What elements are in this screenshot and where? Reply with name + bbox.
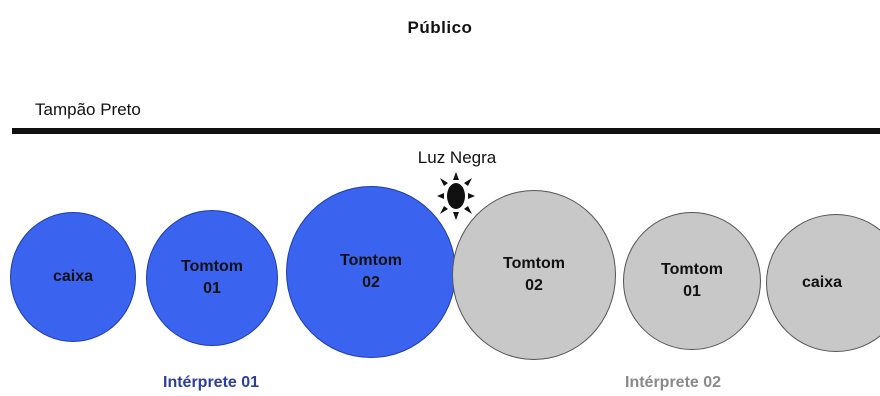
black-light-label: Luz Negra bbox=[417, 148, 497, 167]
performer-1-label: Intérprete 01 bbox=[163, 374, 260, 391]
black-curtain-line bbox=[12, 128, 880, 134]
stage-audience-label: Público bbox=[407, 18, 473, 37]
performer-2-label: Intérprete 02 bbox=[625, 374, 722, 391]
tomtom-01-performer-1: Tomtom 01 bbox=[146, 210, 278, 346]
tomtom-01-performer-2: Tomtom 01 bbox=[623, 212, 761, 350]
sun-icon bbox=[437, 172, 475, 220]
curtain-label: Tampão Preto bbox=[35, 100, 141, 119]
snare-drum-performer-2: caixa bbox=[766, 214, 880, 352]
tomtom-02-performer-1: Tomtom 02 bbox=[286, 186, 456, 358]
tomtom-02-performer-2: Tomtom 02 bbox=[452, 190, 616, 360]
snare-drum-performer-1: caixa bbox=[10, 212, 136, 342]
